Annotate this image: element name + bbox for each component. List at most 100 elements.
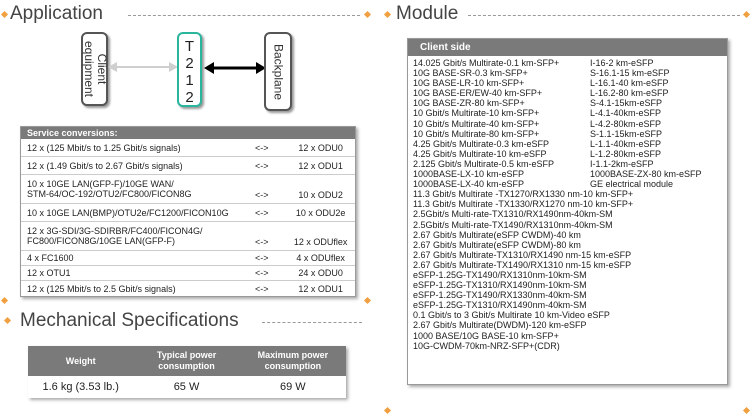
service-arrow: <-> <box>254 190 269 200</box>
t212-char: T <box>184 38 195 55</box>
service-target: 10 x ODU2e <box>295 207 346 218</box>
table-row: 12 x OTU1 <-> 24 x ODU0 <box>21 266 355 281</box>
client-equipment-block: Client equipment <box>81 32 109 106</box>
list-item: eSFP-1.25G-TX1310/RX1490nm-40km-SM <box>413 300 587 311</box>
service-target: 12 x ODU0 <box>298 142 343 153</box>
list-item: 10G BASE-SR-0.3 km-SFP+ <box>413 68 528 79</box>
list-item: L-4.2-80km-eSFP <box>590 118 662 129</box>
table-row: 4 x FC1600 <-> 4 x ODUflex <box>21 251 355 266</box>
list-item: 11.3 Gbit/s Multirate -TX1330/RX1270 nm-… <box>413 199 634 210</box>
typical-power-header: Typical power consumption <box>133 346 240 376</box>
list-item: 10G BASE-ZR-80 km-SFP+ <box>413 98 525 109</box>
list-item: S-4.1-15km-eSFP <box>590 98 663 109</box>
t212-block: T 2 1 2 <box>177 32 202 107</box>
module-title: Module <box>396 3 459 24</box>
service-source: 12 x OTU1 <box>27 268 71 278</box>
service-arrow: <-> <box>254 268 269 278</box>
list-item: eSFP-1.25G-TX1310/RX1490nm-10km-SM <box>413 280 587 291</box>
table-row: 10 x 10GE LAN(BMP)/OTU2e/FC1200/FICON10G… <box>21 204 355 222</box>
list-item: 1000 BASE/10G BASE-10 km-SFP+ <box>413 330 559 341</box>
list-item: 4.25 Gbit/s Multirate-0.3 km-eSFP <box>413 138 550 149</box>
service-arrow: <-> <box>254 283 269 294</box>
section-marker <box>0 296 9 305</box>
maximum-power-value: 69 W <box>280 381 306 393</box>
list-item: 1000BASE-ZX-80 km-eSFP <box>590 169 702 180</box>
list-item: L-16.1-40 km-eSFP <box>590 78 669 89</box>
table-row: 12 x (1.49 Gbit/s to 2.67 Gbit/s signals… <box>21 157 355 175</box>
module-list-full: 11.3 Gbit/s Multirate -TX1270/RX1330 nm-… <box>413 189 727 351</box>
list-item: L-4.1-40km-eSFP <box>590 108 662 119</box>
list-item: 2.67 Gbit/s Multirate-TX1490/RX1310 nm-1… <box>413 259 632 270</box>
service-source: 4 x FC1600 <box>27 253 74 263</box>
service-source: FC800/FICON8G/10GE LAN(GFP-F) <box>27 236 176 246</box>
list-item: 2.67 Gbit/s Multirate-TX1310/RX1490 nm-1… <box>413 249 632 260</box>
client-side-panel: Client side 14.025 Gbit/s Multirate-0.1 … <box>407 38 728 385</box>
list-item: L-1.2-80km-eSFP <box>590 148 662 159</box>
list-item: L-16.2-80 km-eSFP <box>590 88 669 99</box>
service-target: 10 x ODU2 <box>298 190 343 200</box>
service-target: 12 x ODU1 <box>298 283 343 294</box>
weight-value: 1.6 kg (3.53 lb.) <box>42 381 119 393</box>
section-marker <box>383 10 392 19</box>
list-item: eSFP-1.25G-TX1490/RX1310nm-10km-SM <box>413 269 587 280</box>
list-item: 2.67 Gbit/s Multirate(DWDM)-120 km-eSFP <box>413 320 587 331</box>
service-source: 10 x 10GE LAN(BMP)/OTU2e/FC1200/FICON10G <box>27 207 229 218</box>
service-arrow: <-> <box>254 160 269 171</box>
maximum-power-header: Maximum power consumption <box>239 346 346 376</box>
service-source: 12 x (1.49 Gbit/s to 2.67 Gbit/s signals… <box>27 160 183 171</box>
t212-char: 2 <box>185 55 194 72</box>
service-source: STM-64/OC-192/OTU2/FC800/FICON8G <box>27 189 192 199</box>
list-item: S-16.1-15 km-eSFP <box>590 68 670 79</box>
list-item: 2.5Gbit/s Multi-rate-TX1490/RX1310nm-40k… <box>413 219 613 230</box>
section-marker <box>742 406 751 415</box>
list-item: 2.125 Gbit/s Multirate-0.5 km-eSFP <box>413 158 555 169</box>
list-item: 1000BASE-LX-10 km-eSFP <box>413 169 525 180</box>
service-conversions-panel: Service conversions: 12 x (125 Mbit/s to… <box>20 126 356 297</box>
service-target: 4 x ODUflex <box>296 253 345 263</box>
mechanical-table: Weight Typical power consumption Maximum… <box>28 346 346 398</box>
list-item: 0.1 Gbit/s to 3 Gbit/s Multirate 10 km-V… <box>413 310 610 321</box>
list-item: 4.25 Gbit/s Multirate-10 km-eSFP <box>413 148 547 159</box>
table-row: 12 x (125 Mbit/s to 2.5 Gbit/s signals) … <box>21 281 355 296</box>
table-row: 10 x 10GE LAN(GFP-F)/10GE WAN/ STM-64/OC… <box>21 175 355 204</box>
service-arrow: <-> <box>254 237 269 247</box>
client-link-arrow <box>108 62 178 72</box>
service-arrow: <-> <box>254 142 269 153</box>
service-target: 12 x ODUflex <box>293 237 348 247</box>
title-divider <box>262 322 362 323</box>
list-item: 14.025 Gbit/s Multirate-0.1 km-SFP+ <box>413 58 560 68</box>
list-item: 10 Gbit/s Multirate-40 km-SFP+ <box>413 118 540 129</box>
service-arrow: <-> <box>254 253 269 263</box>
list-item: 11.3 Gbit/s Multirate -TX1270/RX1330 nm-… <box>413 189 634 200</box>
service-target: 12 x ODU1 <box>298 160 343 171</box>
service-arrow: <-> <box>254 207 269 218</box>
list-item: 2.67 Gbit/s Multirate(eSFP CWDM)-40 km <box>413 229 581 240</box>
service-conversions-header: Service conversions: <box>21 127 355 139</box>
list-item: 10G BASE-LR-10 km-SFP+ <box>413 78 525 89</box>
service-source: 12 x (125 Mbit/s to 1.25 Gbit/s signals) <box>27 142 181 153</box>
typical-power-value: 65 W <box>173 381 200 393</box>
table-row: 12 x 3G-SDI/3G-SDIRBR/FC400/FICON4G/ FC8… <box>21 222 355 251</box>
list-item: 2.67 Gbit/s Multirate(eSFP CWDM)-80 km <box>413 239 581 250</box>
t212-char: 1 <box>185 72 194 89</box>
t212-char: 2 <box>185 89 194 106</box>
client-side-header: Client side <box>408 39 727 56</box>
list-item: 10G-CWDM-70km-NRZ-SFP+(CDR) <box>413 340 560 351</box>
service-source: 12 x (125 Mbit/s to 2.5 Gbit/s signals) <box>27 283 176 294</box>
table-row: 12 x (125 Mbit/s to 1.25 Gbit/s signals)… <box>21 139 355 157</box>
section-marker <box>0 10 9 19</box>
service-source: 12 x 3G-SDI/3G-SDIRBR/FC400/FICON4G/ <box>27 226 203 236</box>
section-marker <box>363 10 372 19</box>
section-marker <box>742 10 751 19</box>
application-title: Application <box>10 3 103 24</box>
section-marker <box>3 316 12 325</box>
list-item: S-1.1-15km-eSFP <box>590 128 663 139</box>
backplane-block: Backplane <box>264 32 292 111</box>
backplane-link-arrow <box>204 62 266 74</box>
list-item: I-16-2 km-eSFP <box>590 58 654 68</box>
title-divider <box>468 15 740 16</box>
backplane-label: Backplane <box>271 43 286 100</box>
mechanical-title: Mechanical Specifications <box>20 310 239 331</box>
service-target: 24 x ODU0 <box>298 268 343 278</box>
list-item: 1000BASE-LX-40 km-eSFP <box>413 179 525 190</box>
